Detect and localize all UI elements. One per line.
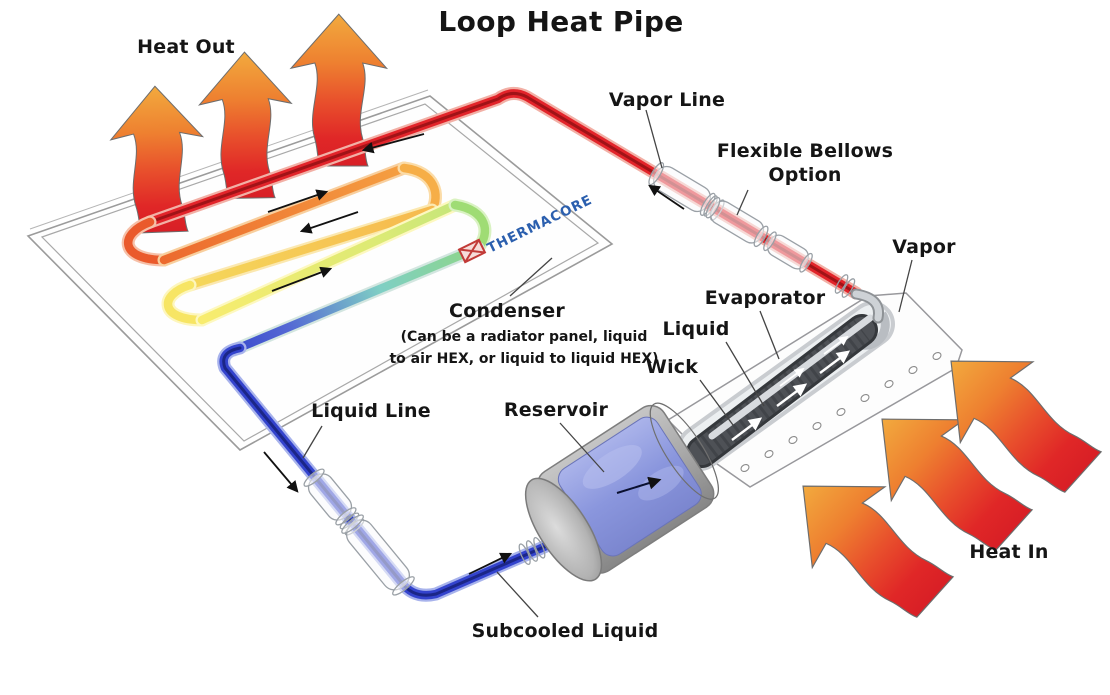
label-condenser: Condenser [449,300,565,322]
label-wick: Wick [645,356,699,378]
label-heat-out: Heat Out [137,36,235,58]
wick-flow-arrows [731,350,851,441]
reservoir-left-cap [524,477,603,582]
vapor-channel-arrows [779,335,849,387]
bolt-holes [740,351,942,473]
page-title: Loop Heat Pipe [438,5,684,38]
leader-liquid-line [302,425,323,459]
leader-subcooled-liquid [496,571,539,618]
leader-vapor-line [645,109,663,169]
reservoir-liquid-highlight [582,445,642,489]
flow-arrow-vapor-line [648,184,685,210]
flow-arrow-run2 [267,189,329,213]
flow-arrows [263,133,685,575]
leader-evaporator [759,310,780,360]
label-condenser-note-1: (Can be a radiator panel, liquid [400,329,648,345]
leader-liquid [725,341,765,407]
bellows-rings-vapor-end [834,274,856,298]
label-subcooled-liquid: Subcooled Liquid [471,620,659,642]
label-evaporator: Evaporator [704,287,826,309]
leader-vapor [898,259,913,313]
evaporator-wick [689,317,875,465]
vapor-exit-elbow [850,288,885,324]
leader-flexible-bellows [736,189,749,216]
condenser-panel-inner-outline [40,103,600,442]
label-vapor: Vapor [892,236,956,258]
flow-arrow-subcooled [468,552,513,575]
flexible-bellows-sleeves [303,162,856,596]
label-condenser-note-2: to air HEX, or liquid to liquid HEX) [389,351,659,367]
label-vapor-line: Vapor Line [608,89,726,111]
leader-lines [302,109,913,618]
label-heat-in: Heat In [969,541,1049,563]
label-reservoir: Reservoir [503,399,609,421]
label-liquid: Liquid [662,318,730,340]
reservoir-flow-arrow [616,476,662,494]
reservoir-right-rim [649,402,719,500]
thermacore-logo-icon [457,238,487,264]
bellows-rings-subcooled [518,536,546,566]
flow-arrow-run4 [271,266,333,292]
label-flexible-bellows: Flexible Bellows [716,140,894,162]
label-flexible-bellows-option: Option [768,164,842,186]
leader-wick [699,379,734,426]
leader-reservoir [559,422,605,473]
bellows-sleeve-vapor-3 [763,231,813,273]
leader-condenser [509,257,553,297]
wick-rib-texture [694,319,870,463]
vapor-line-pipe [143,87,863,300]
label-liquid-line: Liquid Line [311,400,431,422]
flow-arrow-liquid-line [263,451,299,493]
flow-arrow-run3 [299,211,359,234]
bellows-sleeve-liquid-1 [303,468,357,526]
bellows-sleeve-liquid-2 [341,514,415,596]
reservoir [524,402,719,582]
bellows-sleeve-vapor-2 [705,196,769,248]
flow-arrow-vapor-top [361,133,425,154]
